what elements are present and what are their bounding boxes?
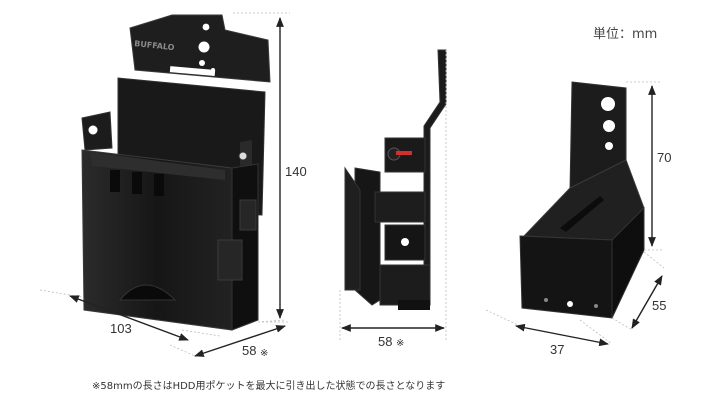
left-width-label: 103: [110, 321, 132, 336]
right-height-label: 70: [657, 150, 671, 165]
unit-label: 単位：mm: [593, 26, 657, 42]
left-height-dimension: 140: [233, 12, 307, 323]
right-height-dimension: 70: [626, 81, 671, 251]
brand-logo: BUFFALO: [134, 39, 175, 52]
bracket-view: [519, 81, 645, 319]
red-pin-icon: [396, 151, 412, 155]
right-depth-dimension: 55: [611, 251, 666, 331]
middle-depth-label: 58: [378, 334, 392, 349]
right-width-label: 37: [550, 342, 564, 357]
holder-front-view: BUFFALO: [81, 14, 271, 331]
left-depth-dimension: 58 ※: [169, 319, 286, 359]
right-depth-label: 55: [652, 298, 666, 313]
left-depth-note-mark: ※: [260, 348, 268, 359]
left-depth-label: 58: [242, 343, 256, 358]
middle-depth-note-mark: ※: [396, 338, 404, 349]
left-height-label: 140: [285, 164, 307, 179]
footnote: ※58mmの長さはHDD用ポケットを最大に引き出した状態での長さとなります: [92, 379, 445, 392]
holder-side-view: [344, 49, 447, 310]
middle-depth-dimension: 58 ※: [339, 50, 447, 349]
right-width-dimension: 37: [485, 309, 613, 357]
